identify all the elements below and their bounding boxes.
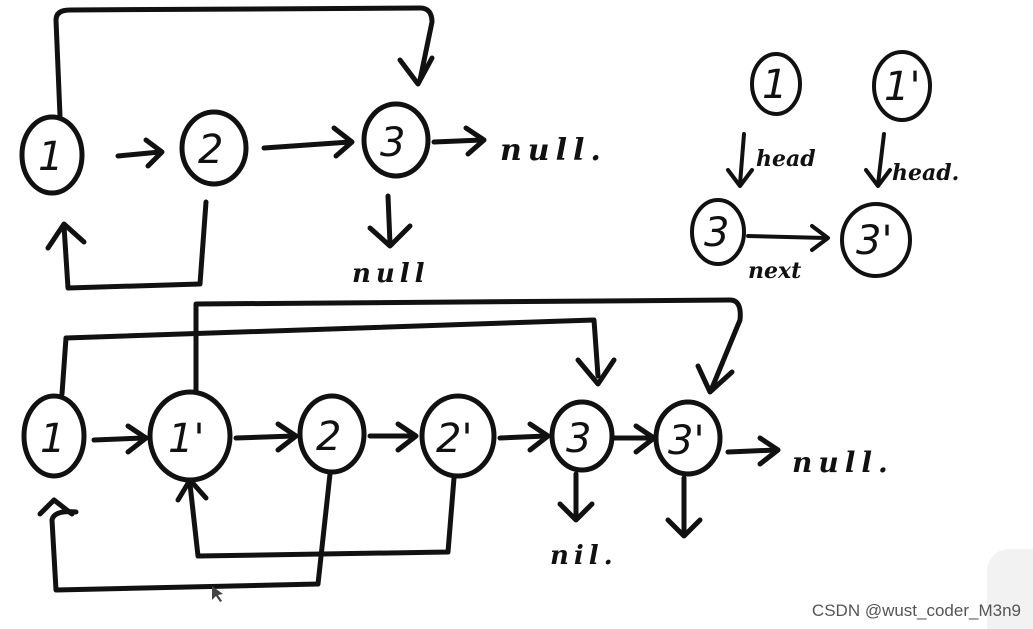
- arrow-head: [125, 423, 149, 455]
- bottom-random-nil: nil.: [550, 541, 618, 571]
- arrow-head: [395, 421, 419, 453]
- random-pointer: [385, 193, 393, 247]
- random-pointer: [53, 5, 435, 119]
- random-pointer: [61, 199, 209, 291]
- arrow-head: [45, 221, 87, 251]
- arrow-head: [175, 477, 209, 503]
- random-pointer: [59, 317, 601, 397]
- node-circle: [840, 202, 912, 278]
- node-circle: [419, 393, 497, 479]
- node-circle: [872, 50, 932, 122]
- top-random-null: null: [352, 259, 430, 289]
- bottom-node-1: 1: [40, 416, 65, 462]
- top-node-3: 3: [380, 120, 405, 166]
- node-circle: [750, 52, 802, 116]
- next-arrow: [115, 149, 163, 159]
- head-arrow: [876, 132, 886, 186]
- arrow-head: [575, 357, 617, 387]
- node-circle: [21, 393, 87, 479]
- arrow-head: [397, 55, 435, 87]
- watermark: CSDN @wust_coder_M3n9: [811, 601, 1021, 620]
- arrow-head: [810, 224, 830, 252]
- arrow-head: [331, 125, 355, 159]
- node-circle: [690, 198, 746, 266]
- bottom-null-terminal: null.: [792, 446, 894, 479]
- arrow-head: [367, 223, 413, 249]
- arrow-head: [557, 501, 595, 523]
- next-arrow: [233, 433, 297, 441]
- top-list: 1 2 3 null. null: [19, 5, 607, 291]
- next-arrow: [431, 137, 485, 145]
- node-circle: [549, 399, 615, 473]
- bottom-node-1-prime: 1': [168, 416, 204, 462]
- legend-head-dot-label: head.: [892, 160, 959, 186]
- bottom-node-3-prime: 3': [668, 418, 704, 464]
- arrow-head: [463, 125, 487, 157]
- node-circle: [361, 101, 431, 179]
- arrow-head: [864, 168, 892, 188]
- node-circle: [179, 109, 249, 187]
- bottom-list: 1 1' 2 2' 3 3' null.: [21, 297, 894, 593]
- arrow-head: [37, 497, 75, 517]
- scroll-handle[interactable]: [987, 549, 1033, 629]
- next-arrow: [746, 234, 828, 240]
- node-circle: [19, 114, 85, 196]
- node-circle: [297, 393, 367, 475]
- next-arrow: [725, 447, 779, 455]
- legend-next-label: next: [748, 258, 801, 284]
- legend-copied-3: 3: [704, 210, 729, 256]
- legend-head-label: head: [756, 146, 816, 172]
- top-null-terminal: null.: [500, 133, 607, 168]
- arrow-head: [143, 137, 165, 169]
- next-arrow: [261, 139, 353, 151]
- legend-copied-3-prime: 3': [856, 218, 892, 264]
- random-pointer: [187, 475, 457, 559]
- top-node-2: 2: [198, 127, 223, 173]
- bottom-node-2: 2: [316, 414, 341, 460]
- legend-original-1: 1: [762, 62, 787, 108]
- arrow-head: [665, 517, 703, 539]
- arrow-head: [633, 423, 657, 455]
- next-arrow: [497, 433, 549, 441]
- arrow-head: [695, 363, 735, 395]
- head-arrow: [738, 132, 746, 186]
- top-node-1: 1: [38, 134, 63, 180]
- legend-original-1-prime: 1': [884, 64, 920, 110]
- arrow-head: [757, 435, 781, 467]
- bottom-node-3: 3: [566, 416, 591, 462]
- mouse-cursor-icon: [212, 586, 223, 602]
- random-pointer: [193, 297, 743, 395]
- arrow-head: [726, 168, 754, 188]
- arrow-head: [275, 421, 299, 453]
- bottom-node-2-prime: 2': [436, 416, 472, 462]
- next-arrow: [91, 435, 147, 443]
- arrow-head: [527, 421, 551, 453]
- legend: 1 1' head head. 3 3' next: [690, 50, 959, 284]
